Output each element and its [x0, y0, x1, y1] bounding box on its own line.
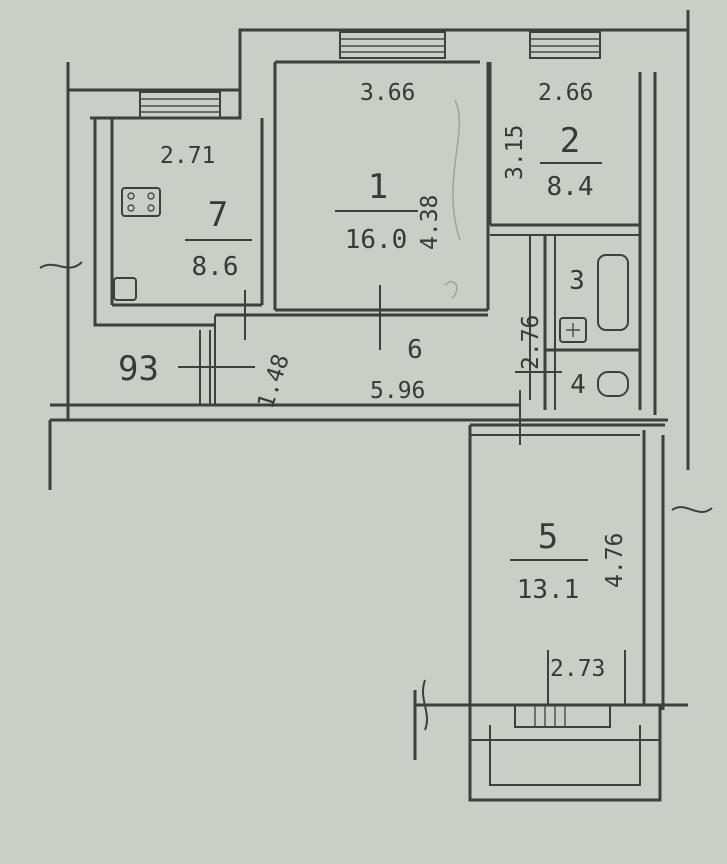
pencil-marks	[444, 99, 461, 299]
room-area: 8.4	[547, 172, 594, 202]
break-marks	[39, 261, 713, 731]
dim-room5-width: 2.73	[550, 656, 605, 682]
room-3: 3	[569, 266, 585, 296]
room-number: 6	[407, 335, 423, 365]
room-number: 3	[569, 266, 585, 296]
window-room-1	[339, 31, 446, 59]
room-number: 1	[368, 167, 388, 207]
room-2: 2 8.4	[547, 121, 594, 202]
dim-stub-label: 93	[118, 349, 159, 389]
dim-room2-length: 3.15	[502, 125, 528, 180]
window-kitchen	[139, 91, 221, 119]
dim-room1-width: 3.66	[360, 80, 415, 106]
window-room-2	[529, 31, 601, 59]
room-5: 5 13.1	[517, 517, 580, 605]
room-area: 13.1	[517, 575, 580, 605]
dim-room7-width: 2.71	[160, 143, 215, 169]
room-4: 4	[570, 370, 586, 400]
dim-room1-length: 4.38	[417, 195, 443, 250]
bathtub-icon	[597, 254, 629, 331]
dim-corridor-length: 5.96	[370, 378, 425, 404]
dim-corridor-width: 1.48	[253, 351, 295, 412]
window-room-5	[514, 704, 611, 728]
sink-icon	[113, 277, 137, 301]
room-number: 4	[570, 370, 586, 400]
fixtures	[113, 187, 629, 397]
room-6: 6	[407, 335, 423, 365]
room-7: 7 8.6	[192, 195, 239, 282]
dim-room2-width: 2.66	[538, 80, 593, 106]
dim-bath-length: 2.76	[518, 315, 544, 370]
washbasin-icon	[559, 317, 587, 343]
toilet-icon	[597, 371, 629, 397]
stove-icon	[121, 187, 161, 217]
room-area: 16.0	[345, 225, 408, 255]
room-number: 5	[538, 517, 558, 557]
room-number: 7	[208, 195, 228, 235]
outer-walls	[48, 10, 690, 802]
inner-walls	[93, 60, 665, 445]
room-number: 2	[560, 121, 580, 161]
dimension-lines	[178, 162, 626, 705]
room-1: 1 16.0	[345, 167, 408, 255]
dim-room5-length: 4.76	[602, 533, 628, 588]
room-area: 8.6	[192, 252, 239, 282]
